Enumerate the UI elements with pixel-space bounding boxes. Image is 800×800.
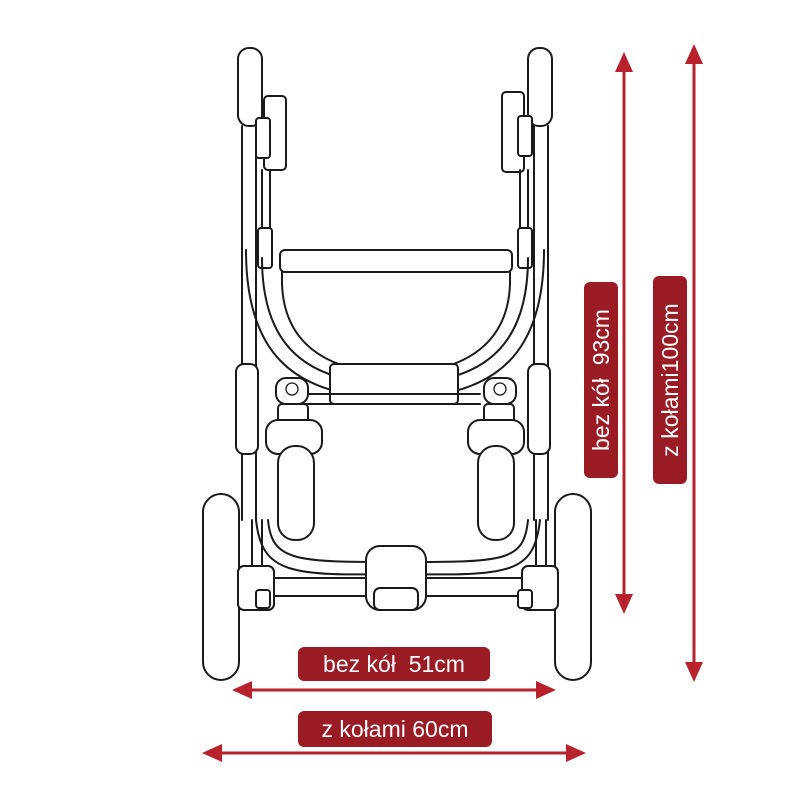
right-fold-button [483,377,517,405]
right-wheel [554,493,592,681]
arrowhead-left [202,744,222,762]
left-hinge-knob [255,117,271,159]
arrowhead-bottom [615,594,633,614]
arrowhead-left [232,681,252,699]
width-with-wheels-label: z kołami 60cm [322,716,469,742]
label-box [653,276,687,484]
left-mid-clip [257,227,273,269]
right-side-lock [527,363,551,455]
left-wheel [202,493,240,681]
width-no-wheels-dimension: bez kół 51cm [232,647,556,699]
seat [281,261,511,375]
label-box [584,282,618,478]
arrowhead-bottom [685,662,703,682]
left-handle [237,47,263,127]
stroller-drawing [202,47,592,681]
arrowhead-top [685,44,703,64]
left-side-lock [235,363,259,455]
width-with-wheels-dimension: z kołami 60cm [202,711,586,762]
height-with-wheels-dimension: z kołami100cm [653,44,703,682]
height-with-wheels-label: z kołami100cm [657,303,683,456]
height-no-wheels-label: bez kół 93cm [588,309,614,451]
left-frame-tube [241,125,257,521]
arrowhead-right [536,681,556,699]
height-no-wheels-dimension: bez kół 93cm [584,52,633,614]
right-hinge-knob [517,115,533,157]
left-fold-button [275,377,309,405]
right-frame-tube [533,125,549,521]
label-box [298,647,490,681]
width-no-wheels-label: bez kół 51cm [323,651,465,677]
left-leg-support [277,445,315,541]
label-box [298,711,492,747]
arrowhead-right [566,744,586,762]
front-bar [329,363,459,405]
seat-top-cushion [279,249,513,273]
right-leg-support [477,445,515,541]
arrowhead-top [615,52,633,72]
right-handle [527,47,553,127]
right-mid-clip [517,227,533,269]
